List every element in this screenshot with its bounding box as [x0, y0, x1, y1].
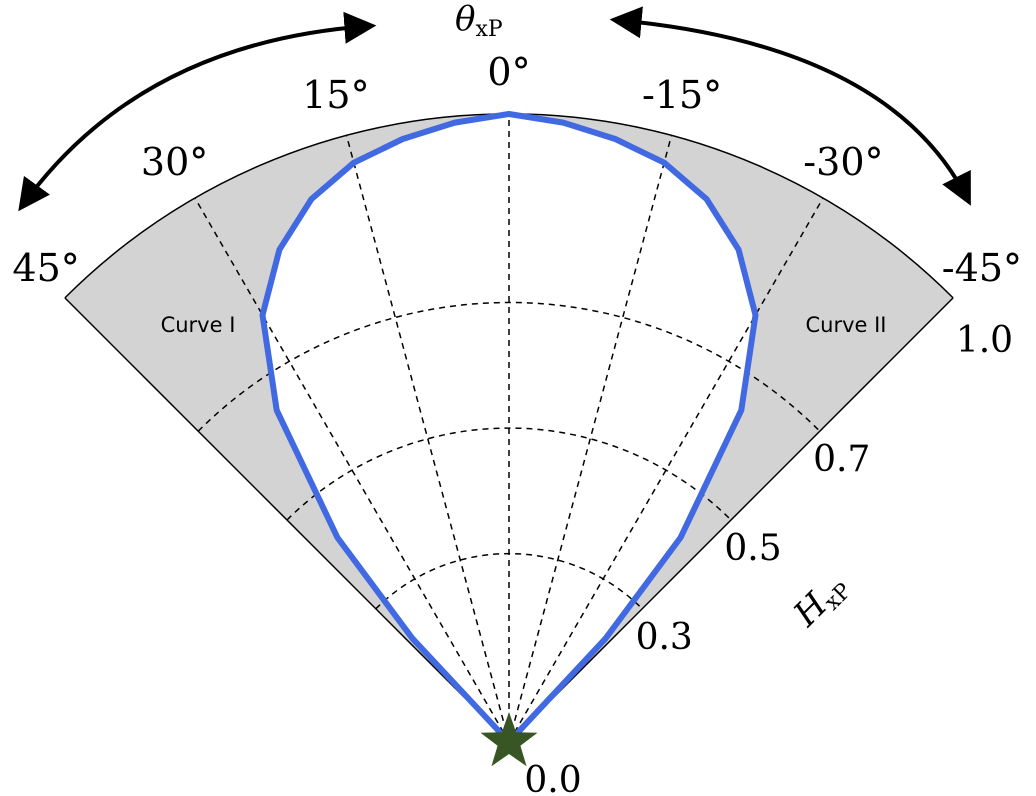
grid-spoke [194, 197, 510, 743]
sector-edge-left [64, 297, 510, 743]
grid-spoke [345, 135, 510, 743]
radius-tick-label: 1.0 [956, 320, 1013, 361]
grid-spoke [508, 135, 673, 743]
boundary-curve [259, 111, 759, 745]
angle-tick-label: -45° [942, 246, 1022, 290]
radius-tick-labels: 0.0 0.3 0.5 0.7 1.0 [524, 320, 1013, 796]
angular-grid-spokes [194, 114, 824, 743]
radius-tick-label: 0.3 [636, 617, 693, 658]
radius-tick-label: 0.0 [524, 760, 581, 796]
angle-tick-label: 45° [12, 246, 79, 290]
rotation-arrow-left [18, 11, 377, 212]
origin-star-icon [480, 712, 538, 767]
rotation-arrow-right [609, 6, 971, 206]
grid-ring [197, 301, 821, 432]
angle-tick-label: 30° [141, 140, 208, 184]
region-label-curve-i: Curve I [161, 313, 236, 337]
angle-tick-label: -30° [803, 140, 883, 184]
region-label-curve-ii: Curve II [805, 313, 886, 337]
angle-tick-label: -15° [642, 73, 722, 117]
radius-tick-label: 0.7 [813, 439, 870, 480]
grid-spoke [508, 197, 824, 743]
sector-edge-right [508, 297, 954, 743]
angle-tick-label: 0° [487, 50, 530, 94]
angle-axis-name: θxP [455, 0, 503, 42]
radius-axis-name: HxP [785, 566, 856, 637]
radius-tick-label: 0.5 [724, 528, 781, 569]
angle-tick-label: 15° [302, 73, 369, 117]
